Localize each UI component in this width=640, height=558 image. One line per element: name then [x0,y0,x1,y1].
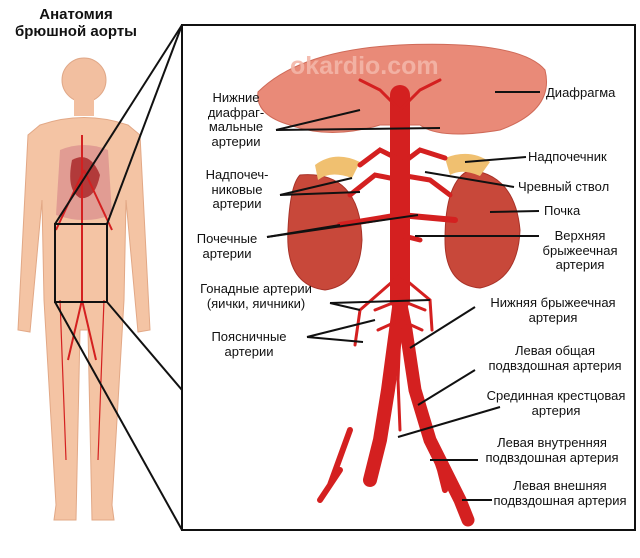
page-title: Анатомия брюшной аорты [15,6,137,40]
human-body-figure [17,57,151,521]
leader-lines [266,91,540,501]
label-left-common-iliac-artery: Левая общая подвздошная артерия [488,343,622,373]
label-lumbar-arteries: Поясничные артерии [211,329,287,359]
label-median-sacral-artery: Срединная крестцовая артерия [486,388,626,418]
label-left-internal-iliac-artery: Левая внутренняя подвздошная артерия [485,435,619,465]
zoom-box [54,223,108,303]
label-gonadal-arteries: Гонадные артерии (яички, яичники) [200,281,312,311]
label-inferior-phrenic-arteries: Нижние диафраг-мальные артерии [207,90,265,149]
label-kidney: Почка [544,203,581,218]
label-left-external-iliac-artery: Левая внешняя подвздошная артерия [493,478,627,508]
label-diaphragm: Диафрагма [546,85,616,100]
label-celiac-trunk: Чревный ствол [518,179,610,194]
label-renal-arteries: Почечные артерии [196,231,258,261]
label-adrenal-gland: Надпочечник [528,149,607,164]
left-kidney [444,169,521,289]
watermark-text: okardio.com [290,52,439,80]
label-superior-mesenteric-artery: Верхняя брыжеечная артерия [542,228,618,272]
label-inferior-mesenteric-artery: Нижняя брыжеечная артерия [490,295,616,325]
label-adrenal-arteries: Надпочеч-никовые артерии [205,167,269,211]
right-adrenal-gland [315,156,360,180]
left-adrenal-gland [445,153,490,176]
